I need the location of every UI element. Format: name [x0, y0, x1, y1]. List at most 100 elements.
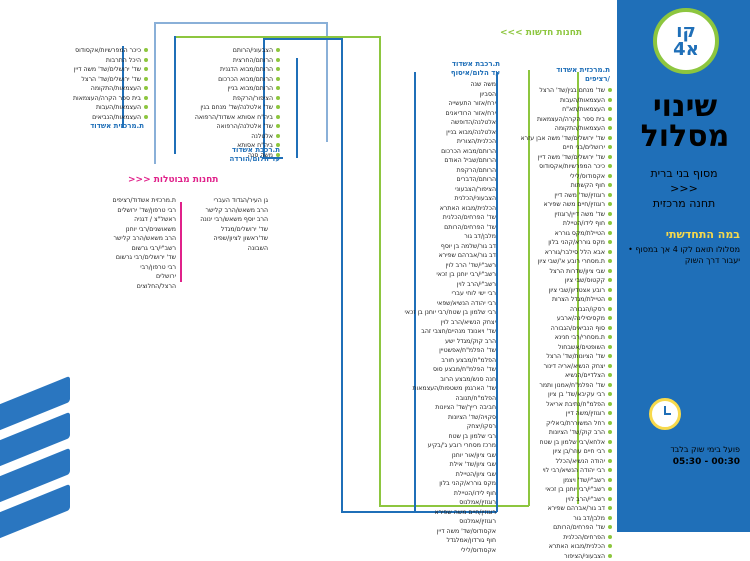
stop-item: מקס גוררא/קהני בלון — [508, 238, 612, 248]
stop-dot-icon — [608, 459, 612, 463]
stop-name: ירושלים/בני חיים — [563, 144, 605, 151]
stop-dot-icon — [608, 212, 612, 216]
stop-name: השבונה — [248, 245, 268, 252]
stop-name: רבי שלמון בן שטח — [448, 433, 496, 440]
stop-name: רשב"י/הרב לוין — [457, 281, 496, 288]
stop-name: אלחא/רבי שלמון בן שטח — [540, 439, 605, 446]
destination-terminal: תחנה מרכזית — [628, 196, 740, 211]
stop-dot-icon — [608, 392, 612, 396]
stop-item: כיכר המפרשיות/אקסודוס — [52, 46, 148, 56]
stop-dot-icon — [608, 468, 612, 472]
stop-item: קקטוס/שבי ציון — [508, 276, 612, 286]
stop-name: הטיילת/מקס גוררא — [555, 230, 605, 237]
stop-item: שד' אלטלנה/שד' מנחם בגין — [180, 103, 280, 113]
stop-item: רבי עקיבא/שד' בן ציון — [508, 390, 612, 400]
stop-item: דב גור/אברהם שפירא — [508, 504, 612, 514]
stop-name: הפלמ"ח/תנובה — [456, 395, 496, 402]
stop-item: הרותם/החרצית — [180, 56, 280, 66]
stop-name: יצחק הנשיא/אריה דינור — [544, 363, 605, 370]
route-endpoints: מסוף בני ברית >>> תחנה מרכזית — [628, 166, 740, 211]
stop-name: יהודה הנשיא/הכלל — [556, 458, 605, 465]
stop-name: הרב משאש/הרב קלישר — [205, 207, 268, 214]
stop-item: חביבה רייך/שד' הציונות — [388, 403, 496, 413]
stop-name: הכלנית/הצורית — [457, 138, 496, 145]
stop-item: ת.מסחרי/רבי חנינא — [508, 333, 612, 343]
stop-item: הפלמ"ח/תנובה — [388, 394, 496, 404]
stop-item: רשב"י/שד' הרב לוין — [388, 261, 496, 271]
stop-dot-icon — [144, 77, 148, 81]
stop-name: הצבעוני/הכלנית — [454, 195, 496, 202]
stop-item: הטיילת/מקס גוררא — [508, 229, 612, 239]
stop-item: העצמאות/התקומה — [508, 124, 612, 134]
stop-name: שד' ירושלים/רבי גרשום — [116, 254, 176, 261]
stop-item: רוגוזין/אמלנוס — [388, 517, 496, 527]
stop-dot-icon — [608, 202, 612, 206]
stop-name: העצמאות/העבות — [560, 97, 605, 104]
stop-name: רבי יהודה הנשיא/שפאי — [437, 300, 496, 307]
stop-item: שד' הפלמ"ח/מבצע סוס — [388, 365, 496, 375]
stop-name: אקסודוס/שד' משה דיין — [437, 528, 496, 535]
clock-icon — [649, 398, 681, 430]
stop-name: הציפור/הצבעוני — [455, 186, 496, 193]
stop-dot-icon — [144, 67, 148, 71]
stop-name: השופטים/אשבחול — [558, 344, 605, 351]
stop-item: הפרחים/הכלנית — [508, 533, 612, 543]
stop-dot-icon — [276, 124, 280, 128]
stop-item: אלטלנה/מבוא בניין — [388, 128, 496, 138]
stop-name: שד' ירושלים/שד' משה אבן עזרא — [520, 135, 605, 142]
stop-name: הצבעוני/הציפור — [564, 553, 605, 560]
stop-name: שד' אלטלנה/שד' מנחם בגין — [200, 104, 273, 111]
stop-item: יהודה הנשיא/הכלל — [508, 457, 612, 467]
stop-dot-icon — [144, 86, 148, 90]
stop-item: העצמאות/הנביאים — [52, 113, 148, 123]
stop-item: רבי טרפון/שד' ירושלים — [86, 206, 176, 216]
stop-name: ת.מרכזית אשדוד/רציפים — [112, 197, 176, 204]
stop-name: רבי ישי לוחי עברי — [452, 290, 496, 297]
stop-item: חנה סנש/מבצע הרוב — [388, 375, 496, 385]
route-badge: קו 4א — [653, 8, 719, 74]
stop-name: הפרחים/הכלנית — [563, 534, 605, 541]
stop-dot-icon — [276, 134, 280, 138]
stop-item: רוגוזין/משה דיין — [508, 409, 612, 419]
stop-name: רוגוזין/חיים משה שפירא — [435, 509, 496, 516]
stop-item: העצמאות/העבות — [52, 103, 148, 113]
column3-head-line1: ת.רכבת אשדוד — [200, 146, 280, 155]
stop-item: דב גור/שלמה בן יוסף — [388, 242, 496, 252]
stop-name: דב גור/אברהם שפירא — [439, 252, 496, 259]
stop-item: אקסודוס/לילי — [508, 172, 612, 182]
column3-header: ת.רכבת אשדוד עד הלום/הורדה — [200, 146, 280, 164]
stop-dot-icon — [608, 88, 612, 92]
column2-head-line1: ת.רכבת אשדוד — [420, 60, 500, 69]
stop-item: שד' ויאנונד מנהיים/חצבי זהב — [388, 327, 496, 337]
stop-item: הרותם/מבוא בניין — [180, 84, 280, 94]
stop-dot-icon — [608, 269, 612, 273]
stop-dot-icon — [608, 288, 612, 292]
stop-item: רשב"י/הרב לוין — [388, 280, 496, 290]
stop-dot-icon — [608, 345, 612, 349]
column3-head-line2: עד הלום/הורדה — [200, 155, 280, 164]
stop-name: רבי יהודה הנשיא/רבי לוי — [543, 467, 605, 474]
stop-name: משאושנים/רבי יוחנן — [125, 226, 176, 233]
stop-name: מרכז מסחרי רובע ג'/בקיע — [428, 442, 496, 449]
stop-item: שד'ראשון לציון/שפיה — [184, 234, 268, 244]
stop-dot-icon — [608, 516, 612, 520]
stop-item: מקסיםילינה/ארבע — [508, 314, 612, 324]
stop-dot-icon — [608, 478, 612, 482]
stop-item: שד' ירושלים/שד' משה אבן עזרא — [508, 134, 612, 144]
stop-dot-icon — [608, 487, 612, 491]
stop-item: רוגוזין/שד' משה דיין — [508, 191, 612, 201]
stop-dot-icon — [608, 164, 612, 168]
stop-name: חוף הקשתות — [571, 182, 605, 189]
stop-item: שד' הפלמ"ח/אפשטיין — [388, 346, 496, 356]
stop-name: דב גור/שלמה בן יוסף — [441, 243, 496, 250]
stop-dot-icon — [608, 155, 612, 159]
stop-item: חוף לידו/הטיילת — [388, 489, 496, 499]
hours-label: פועל בימי שוק בלבד — [630, 444, 740, 456]
stop-item: מלבן/דב גור — [508, 514, 612, 524]
stop-name: אקסודוס/לילי — [461, 547, 496, 554]
stop-dot-icon — [608, 554, 612, 558]
stop-item: שד' הפרחים/הרותם — [388, 223, 496, 233]
stop-item: אבא הלל סילבר/גוררא — [508, 248, 612, 258]
stop-name: מקס גוררא/קהני בלון — [548, 239, 605, 246]
